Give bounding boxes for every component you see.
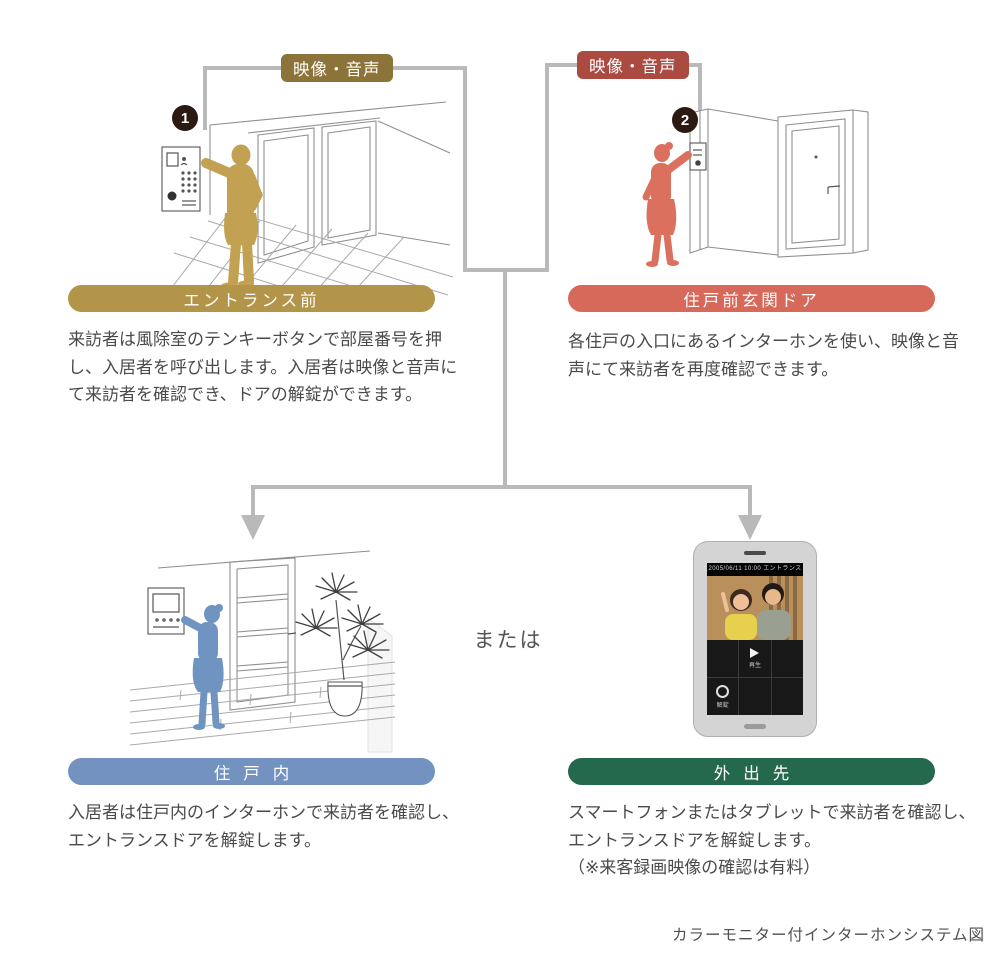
section-description-front-door: 各住戸の入口にあるインターホンを使い、映像と音声にて来訪者を再度確認できます。 [568, 332, 959, 379]
indoor-illustration [130, 550, 395, 753]
visitor-silhouette-entrance [201, 144, 263, 290]
front-door-walls [689, 108, 779, 256]
phone-home-button [744, 724, 766, 729]
entrance-glass-doors [257, 120, 377, 264]
step-badge-1: 1 [172, 105, 198, 131]
section-description-outside: スマートフォンまたはタブレットで来訪者を確認し、エントランスドアを解錠します。 … [568, 799, 982, 882]
phone-unlock-button: 解錠 [707, 678, 740, 715]
wall-monitor-icon [147, 587, 185, 635]
connection-label-front-door: 映像・音声 [577, 51, 689, 79]
section-description-indoor: 入居者は住戸内のインターホンで来訪者を確認し、エントランスドアを解錠します。 [68, 803, 459, 850]
resident-silhouette-indoor [181, 604, 225, 730]
phone-cell-empty [739, 678, 772, 715]
unlock-label: 解錠 [716, 702, 729, 709]
outside-description-note: （※来客録画映像の確認は有料） [568, 858, 821, 878]
section-title-front-door: 住戸前玄関ドア [568, 285, 935, 312]
visitor-camera-image [707, 576, 803, 640]
arrow-down-left-icon [241, 515, 265, 540]
indoor-wall-panel [367, 617, 393, 753]
keypad-intercom-icon [161, 146, 201, 212]
section-description-entrance: 来訪者は風除室のテンキーボタンで部屋番号を押し、入居者を呼び出します。入居者は映… [68, 330, 458, 405]
unlock-icon [716, 684, 730, 698]
arrow-down-right-icon [738, 515, 762, 540]
front-door-illustration [642, 108, 869, 267]
phone-video-feed [707, 576, 803, 640]
smartphone-illustration: 2005/06/11 10:00 エントランス [693, 541, 817, 737]
phone-play-button: 再生 [738, 640, 772, 677]
section-title-indoor: 住戸内 [68, 758, 435, 785]
phone-cell-empty [772, 640, 803, 677]
section-title-entrance: エントランス前 [68, 285, 435, 312]
phone-controls: 再生 解錠 [707, 640, 803, 715]
section-title-outside: 外出先 [568, 758, 935, 785]
play-icon [750, 648, 760, 658]
phone-screen-header: 2005/06/11 10:00 エントランス [707, 563, 803, 576]
phone-cell-empty [772, 678, 803, 715]
resident-silhouette-front-door [642, 142, 692, 267]
or-text: または [473, 629, 543, 652]
door-intercom-icon [689, 142, 707, 171]
phone-screen: 2005/06/11 10:00 エントランス [707, 563, 803, 715]
connector-branches [251, 485, 752, 518]
plant-icon [295, 572, 390, 717]
outside-description-text: スマートフォンまたはタブレットで来訪者を確認し、エントランスドアを解錠します。 [568, 803, 976, 850]
phone-speaker [744, 551, 766, 555]
step-badge-2: 2 [672, 107, 698, 133]
front-door [777, 109, 869, 258]
connection-label-entrance: 映像・音声 [281, 54, 393, 82]
diagram-caption: カラーモニター付インターホンシステム図 [671, 927, 985, 944]
phone-cell-empty [707, 640, 738, 677]
entrance-illustration [161, 101, 454, 300]
play-label: 再生 [748, 663, 761, 669]
